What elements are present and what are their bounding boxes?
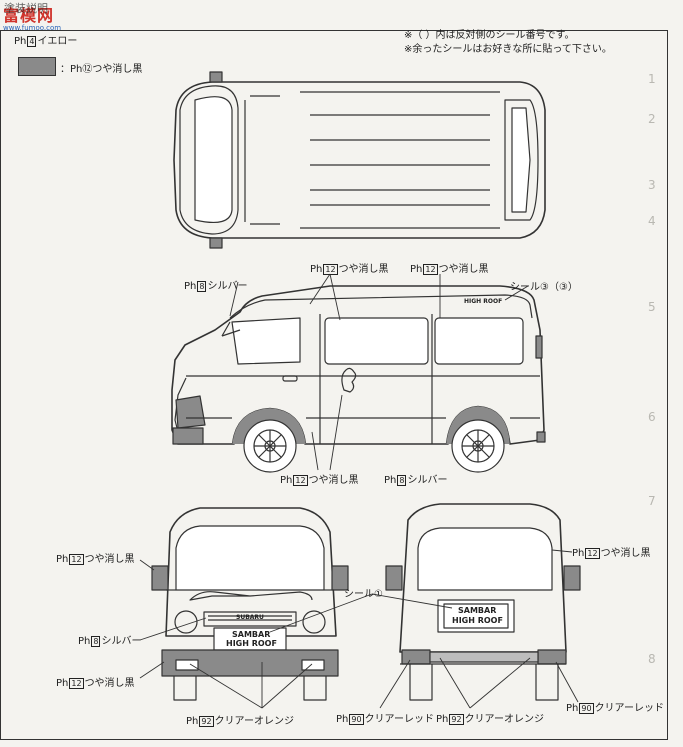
ph-code: 90: [349, 714, 364, 725]
rear-plate-line2: HIGH ROOF: [452, 616, 503, 625]
ph-prefix: Ph: [384, 475, 397, 486]
step-number: 3: [648, 178, 656, 192]
ph-code: 92: [449, 714, 464, 725]
ph-prefix: Ph: [566, 703, 579, 714]
callout-text: つや消し黒: [308, 475, 359, 486]
ph-code: 8: [91, 636, 101, 647]
step-number: 5: [648, 300, 656, 314]
callout-seal-1: シール①: [344, 589, 383, 600]
ph-prefix: Ph: [78, 636, 91, 647]
note-1: ※（ ）内は反対側のシール番号です。: [404, 30, 575, 41]
ph-code: 12: [69, 678, 84, 689]
ph-prefix: Ph: [184, 281, 197, 292]
legend-yellow-code: 4: [27, 36, 37, 47]
van-high-roof-text: HIGH ROOF: [464, 298, 503, 305]
ph-prefix: Ph: [56, 554, 69, 565]
legend-black-swatch: [18, 57, 56, 76]
callout-text: シルバー: [101, 636, 142, 647]
ph-prefix: Ph: [280, 475, 293, 486]
subaru-logo-text: SUBARU: [236, 614, 264, 621]
step-number: 6: [648, 410, 656, 424]
leader-lines: [139, 273, 579, 709]
callout-text: つや消し黒: [84, 678, 135, 689]
ph-code: 8: [197, 281, 207, 292]
watermark-url: www.fumoo.com: [3, 24, 62, 32]
legend-yellow-label: イエロー: [37, 36, 78, 47]
ph-code: 92: [199, 716, 214, 727]
ph-code: 12: [323, 264, 338, 275]
step-number: 1: [648, 72, 656, 86]
ph-code: 90: [579, 703, 594, 714]
ph-prefix: Ph: [186, 716, 199, 727]
ph-code: 8: [397, 475, 407, 486]
step-number: 2: [648, 112, 656, 126]
step-number: 8: [648, 652, 656, 666]
page-title: 塗装説明: [4, 2, 48, 15]
callout-text: シルバー: [207, 281, 248, 292]
note-2: ※余ったシールはお好きな所に貼って下さい。: [404, 44, 612, 55]
ph-prefix: Ph: [436, 714, 449, 725]
ph-prefix: Ph: [56, 678, 69, 689]
legend-black-label: ：Ph⑫つや消し黒: [60, 64, 143, 75]
callout-text: つや消し黒: [338, 264, 389, 275]
callout-text: クリアーレッド: [594, 703, 664, 714]
front-plate-line2: HIGH ROOF: [226, 639, 277, 648]
ph-prefix: Ph: [572, 548, 585, 559]
rear-view: [385, 503, 581, 701]
callout-text: シルバー: [407, 475, 448, 486]
watermark: 富模网 www.fumoo.com: [3, 2, 61, 32]
ph-code: 12: [423, 264, 438, 275]
step-number: 4: [648, 214, 656, 228]
ph-prefix: Ph: [336, 714, 349, 725]
diagram-frame: [0, 30, 668, 740]
ph-code: 12: [293, 475, 308, 486]
callout-text: つや消し黒: [438, 264, 489, 275]
step-number: 7: [648, 494, 656, 508]
ph-code: 12: [585, 548, 600, 559]
ph-code: 12: [69, 554, 84, 565]
front-view: [151, 507, 349, 701]
legend-yellow-prefix: Ph: [14, 36, 27, 47]
callout-text: クリアーオレンジ: [464, 714, 544, 725]
top-view: [173, 71, 546, 249]
ph-prefix: Ph: [410, 264, 423, 275]
watermark-brand: 富模网: [3, 6, 55, 25]
rear-plate-line1: SAMBAR: [458, 606, 497, 615]
side-view: [171, 285, 546, 473]
callout-text: クリアーオレンジ: [214, 716, 294, 727]
callout-seal-3: シール③（③）: [510, 282, 578, 293]
callout-text: クリアーレッド: [364, 714, 434, 725]
front-plate-line1: SAMBAR: [232, 630, 271, 639]
callout-text: つや消し黒: [600, 548, 651, 559]
callout-text: つや消し黒: [84, 554, 135, 565]
ph-prefix: Ph: [310, 264, 323, 275]
